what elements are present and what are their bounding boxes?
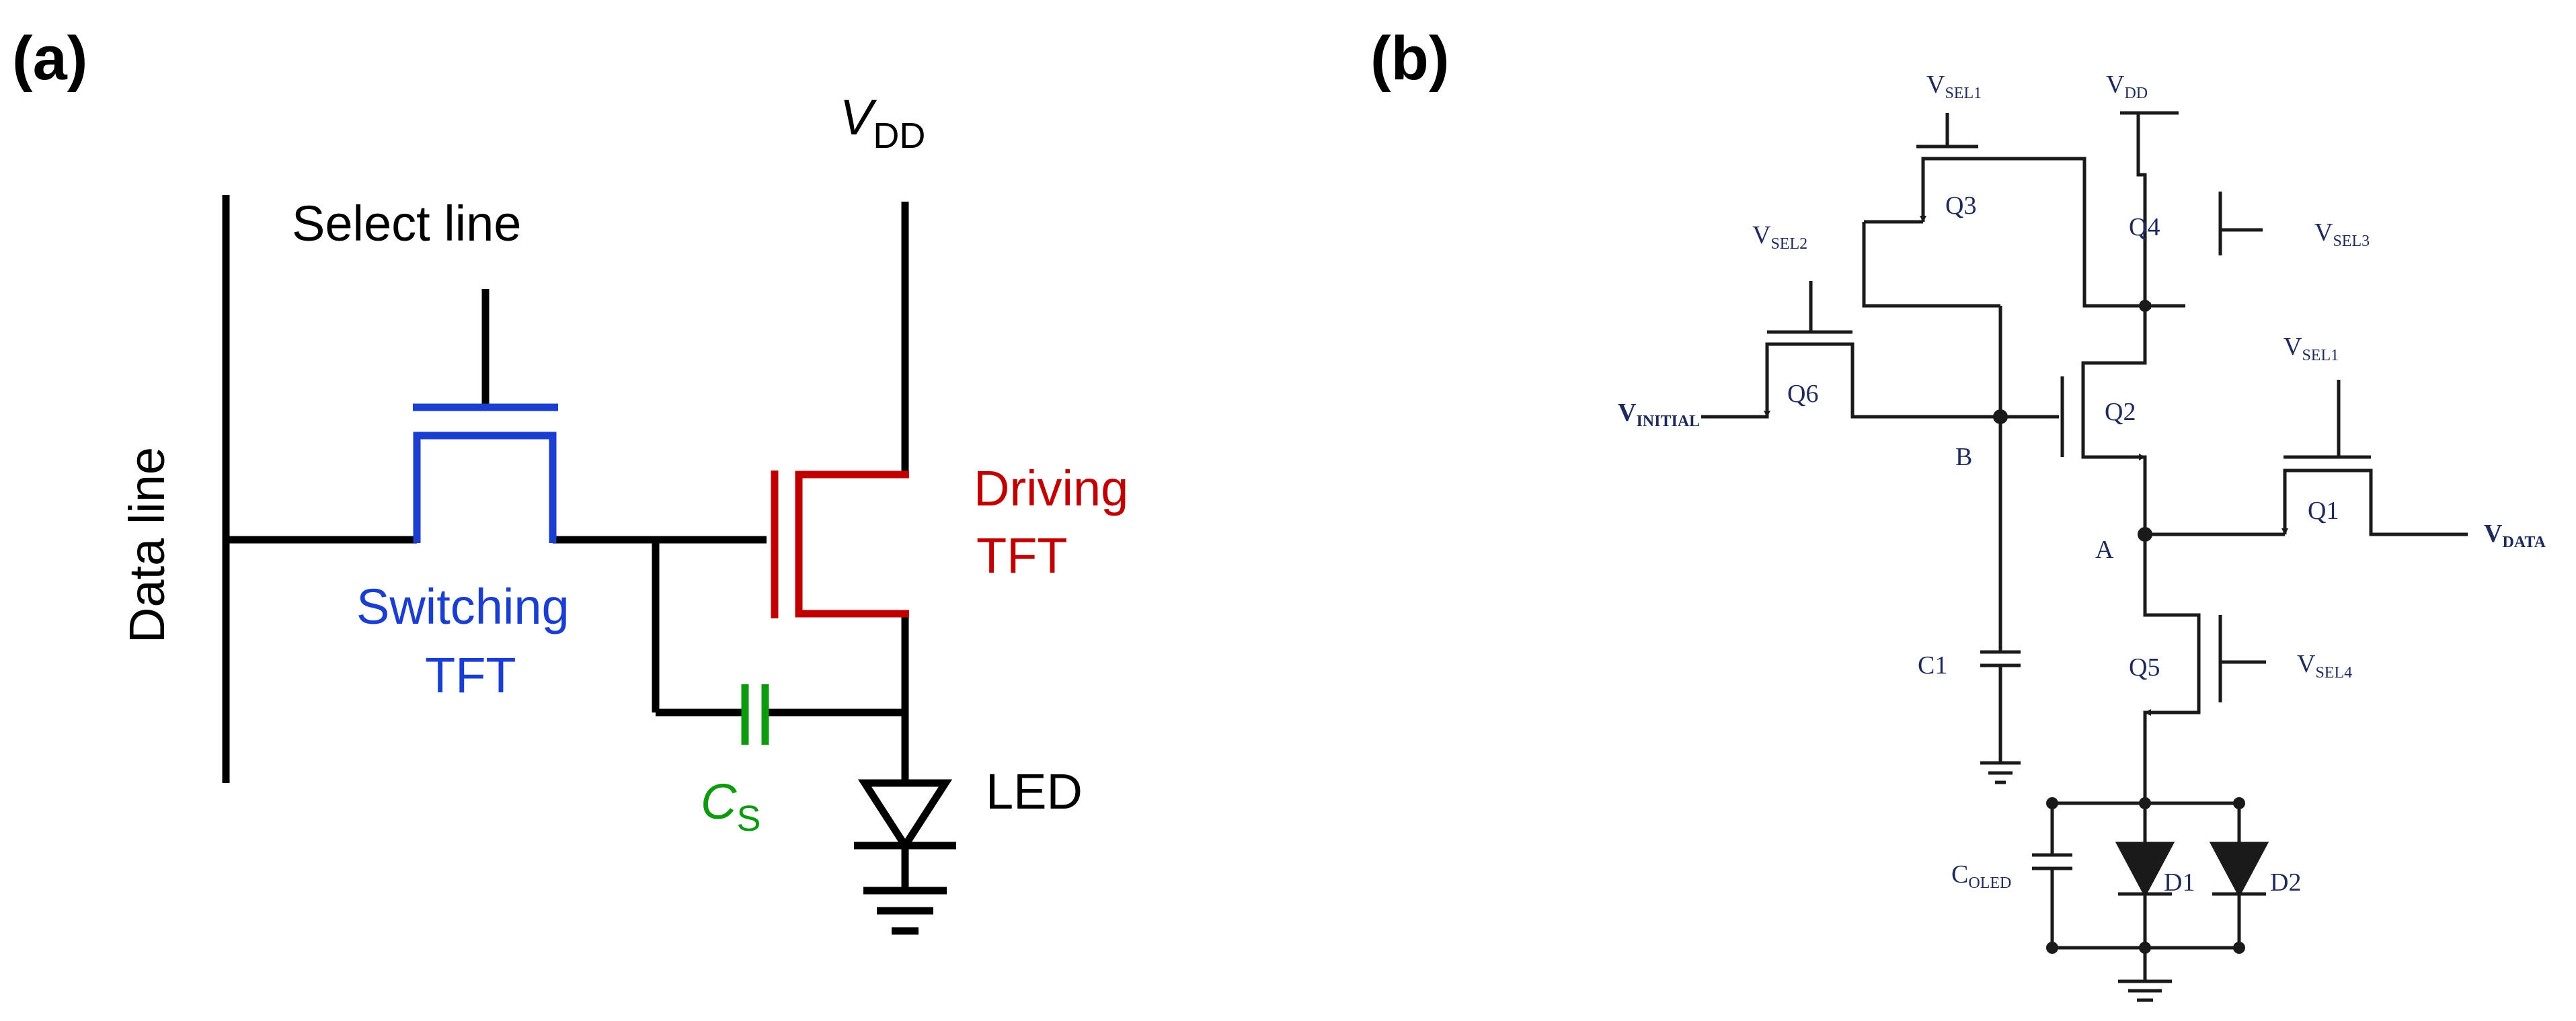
panel-a-ground-icon	[863, 887, 947, 935]
q6-label: Q6	[1787, 380, 1818, 408]
driving-tft-label-line2: TFT	[976, 528, 1068, 583]
q1-label: Q1	[2308, 497, 2339, 525]
select-line-label: Select line	[292, 196, 521, 251]
node-b-label: B	[1955, 443, 1972, 471]
d2-label: D2	[2270, 868, 2301, 897]
panel-b-diodes	[2115, 842, 2269, 898]
vsel1-right-label: VSEL1	[2284, 333, 2339, 364]
data-line-label: Data line	[119, 447, 175, 643]
panel-b-label: (b)	[1370, 24, 1449, 93]
panel-a: (a)	[12, 24, 1128, 935]
panel-a-wires	[222, 195, 909, 891]
driving-tft-label-line1: Driving	[974, 460, 1128, 516]
vsel2-label: VSEL2	[1752, 221, 1807, 253]
panel-a-label: (a)	[12, 24, 87, 93]
d1-diode-symbol	[2115, 842, 2175, 898]
q2-label: Q2	[2105, 398, 2136, 426]
c1-label: C1	[1918, 651, 1947, 680]
vsel3-label: VSEL3	[2314, 218, 2370, 250]
node-b-dot	[1993, 409, 2008, 424]
panel-b: (b)	[1370, 24, 2546, 1002]
switching-channel	[413, 432, 557, 543]
vsel4-label: VSEL4	[2297, 650, 2352, 682]
node-a-label: A	[2095, 536, 2114, 564]
panel-b-wires	[1701, 111, 2468, 1002]
cs-label: CS	[701, 774, 760, 839]
vinitial-label: VINITIAL	[1618, 399, 1700, 430]
d1-label: D1	[2164, 868, 2195, 897]
vsel1-top-label: VSEL1	[1926, 71, 1982, 102]
switching-tft-label-line2: TFT	[425, 647, 516, 703]
vdd-label: VDD	[2106, 71, 2148, 102]
led-triangle	[857, 779, 953, 853]
cs-capacitor-symbol	[741, 684, 769, 745]
d2-diode-symbol	[2209, 842, 2269, 898]
panel-b-junctions	[1993, 300, 2245, 954]
panel-a-vdd-label: VDD	[840, 89, 925, 156]
q4-label: Q4	[2129, 213, 2160, 241]
panel-b-arrows	[1764, 202, 2288, 716]
vdata-label: VDATA	[2484, 520, 2546, 551]
driving-channel	[795, 471, 909, 618]
driving-tft-symbol	[771, 471, 909, 618]
q5-label: Q5	[2129, 653, 2160, 682]
led-symbol	[854, 779, 956, 853]
node-a-dot	[2138, 527, 2152, 542]
led-label: LED	[986, 764, 1083, 819]
coled-label: COLED	[1951, 860, 2011, 892]
switching-tft-symbol	[413, 403, 558, 543]
q3-label: Q3	[1945, 192, 1976, 220]
switching-tft-label-line1: Switching	[356, 579, 570, 635]
